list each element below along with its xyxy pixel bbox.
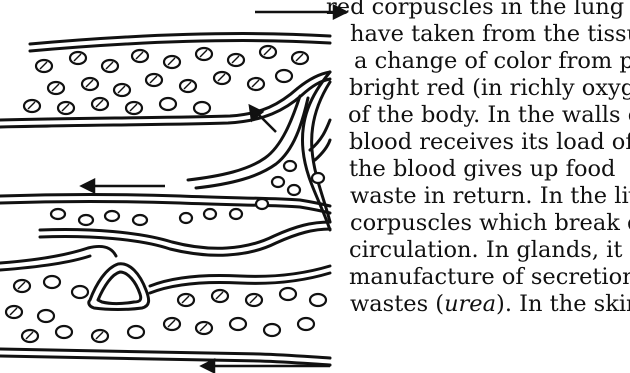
vessel-middle-bottom-wall [40, 222, 330, 248]
text-line: bright red (in richly oxyge [349, 75, 630, 102]
text-line: the blood gives up food [349, 156, 615, 183]
vessel-top-inner-wall [30, 41, 330, 51]
text-line: have taken from the tissue [350, 21, 630, 48]
body-text: red corpuscles in the lung have taken fr… [326, 0, 630, 373]
vessel-middle-top-wall [0, 195, 330, 207]
vessel-bottom-top-wall [0, 246, 116, 263]
text-line: manufacture of secretion [349, 264, 630, 291]
text-line: corpuscles which break do [350, 210, 630, 237]
italic-term: urea [444, 291, 496, 317]
text-line: waste in return. In the live [350, 183, 630, 210]
text-segment: wastes ( [350, 291, 444, 317]
text-line: a change of color from p [354, 48, 630, 75]
text-line-with-italic: wastes (urea). In the skin, [350, 291, 630, 318]
text-line: blood receives its load of [349, 129, 630, 156]
text-line: of the body. In the walls o [348, 102, 630, 129]
text-segment: ). In the skin, [496, 291, 630, 317]
text-line: red corpuscles in the lung [326, 0, 624, 21]
text-line: circulation. In glands, it [349, 237, 622, 264]
